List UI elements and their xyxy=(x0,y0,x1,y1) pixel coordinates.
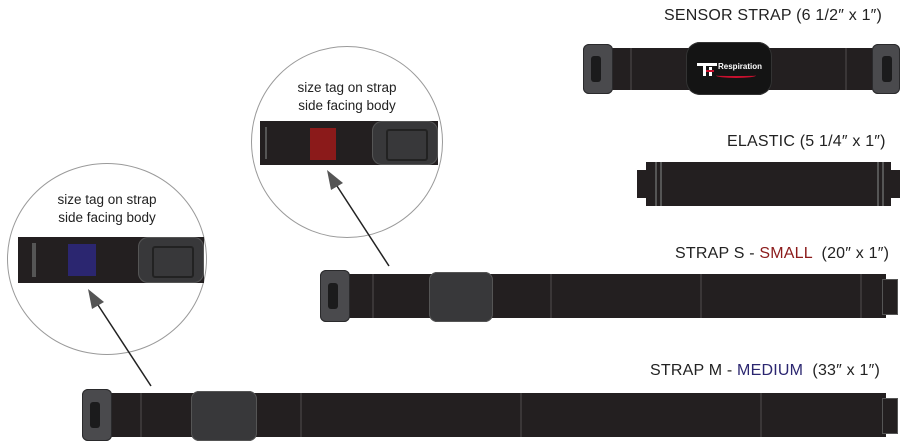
sensor-strap-stripe xyxy=(845,48,847,90)
elastic-label-text: ELASTIC (5 1/4″ x 1″) xyxy=(727,133,886,150)
buckle-slot xyxy=(882,56,892,82)
elastic-stripe xyxy=(877,162,879,206)
strap-medium-stripe xyxy=(300,393,302,437)
callout-medium-circle: size tag on strap side facing body xyxy=(7,163,207,355)
sensor-logo-text: Respiration xyxy=(718,62,763,71)
strap-medium-stripe xyxy=(520,393,522,437)
buckle-icon xyxy=(872,44,900,94)
sensor-strap-label: SENSOR STRAP (6 1/2″ x 1″) xyxy=(664,7,882,25)
elastic-stripe xyxy=(655,162,657,206)
callout-medium-clip-slot xyxy=(152,246,194,278)
strap-small-stripe xyxy=(860,274,862,318)
buckle-slot xyxy=(591,56,601,82)
callout-small-clip xyxy=(372,121,438,165)
callout-small-clip-slot xyxy=(386,129,428,161)
callout-medium-strap xyxy=(18,237,204,283)
strap-small-stripe xyxy=(700,274,702,318)
sensor-strap-label-text: SENSOR STRAP (6 1/2″ x 1″) xyxy=(664,7,883,24)
callout-small-end xyxy=(260,127,267,159)
elastic-end-tab xyxy=(637,170,649,198)
callout-small-strap xyxy=(260,121,438,165)
callout-medium-end xyxy=(32,243,36,277)
strap-medium-clip xyxy=(191,391,257,441)
arrow-icon xyxy=(88,289,152,387)
callout-small-circle: size tag on strap side facing body xyxy=(251,46,443,238)
buckle-icon xyxy=(82,389,112,441)
strap-medium-stripe xyxy=(140,393,142,437)
sensor-strap-stripe xyxy=(630,48,632,90)
callout-medium-clip xyxy=(138,237,204,283)
strap-small-size-word: SMALL xyxy=(759,245,813,262)
callout-small-size-tag xyxy=(310,128,336,160)
strap-medium-label: STRAP M - MEDIUM (33″ x 1″) xyxy=(650,362,880,380)
buckle-icon xyxy=(320,270,350,322)
strap-small-label: STRAP S - SMALL (20″ x 1″) xyxy=(675,245,889,263)
strap-medium-prefix: STRAP M - xyxy=(650,362,738,379)
strap-small-clip xyxy=(429,272,493,322)
callout-small-line1: size tag on strap xyxy=(297,80,397,95)
sensor-module: Respiration xyxy=(686,42,772,95)
elastic-label: ELASTIC (5 1/4″ x 1″) xyxy=(727,133,886,151)
strap-small-end-tab xyxy=(882,279,898,315)
strap-small-stripe xyxy=(372,274,374,318)
strap-small-suffix: (20″ x 1″) xyxy=(812,245,890,262)
callout-medium-note: size tag on strap side facing body xyxy=(8,191,206,227)
buckle-slot xyxy=(90,402,100,428)
callout-medium-line2: side facing body xyxy=(58,210,156,225)
strap-medium-suffix: (33″ x 1″) xyxy=(803,362,881,379)
elastic-stripe xyxy=(660,162,662,206)
callout-medium-size-tag xyxy=(68,244,96,276)
strap-medium-stripe xyxy=(760,393,762,437)
strap-medium-end-tab xyxy=(882,398,898,434)
callout-small-note: size tag on strap side facing body xyxy=(252,79,442,115)
sensor-logo-swoosh xyxy=(716,73,756,78)
strap-small-band xyxy=(330,274,886,318)
elastic-band xyxy=(646,162,891,206)
strap-medium-size-word: MEDIUM xyxy=(737,362,804,379)
buckle-icon xyxy=(583,44,613,94)
elastic-end-tab xyxy=(888,170,900,198)
buckle-slot xyxy=(328,283,338,309)
arrow-icon xyxy=(327,170,390,267)
callout-medium-line1: size tag on strap xyxy=(57,192,157,207)
callout-small-line2: side facing body xyxy=(298,98,396,113)
sensor-logo-icon xyxy=(697,63,717,76)
strap-small-prefix: STRAP S - xyxy=(675,245,760,262)
strap-small-stripe xyxy=(550,274,552,318)
elastic-stripe xyxy=(882,162,884,206)
